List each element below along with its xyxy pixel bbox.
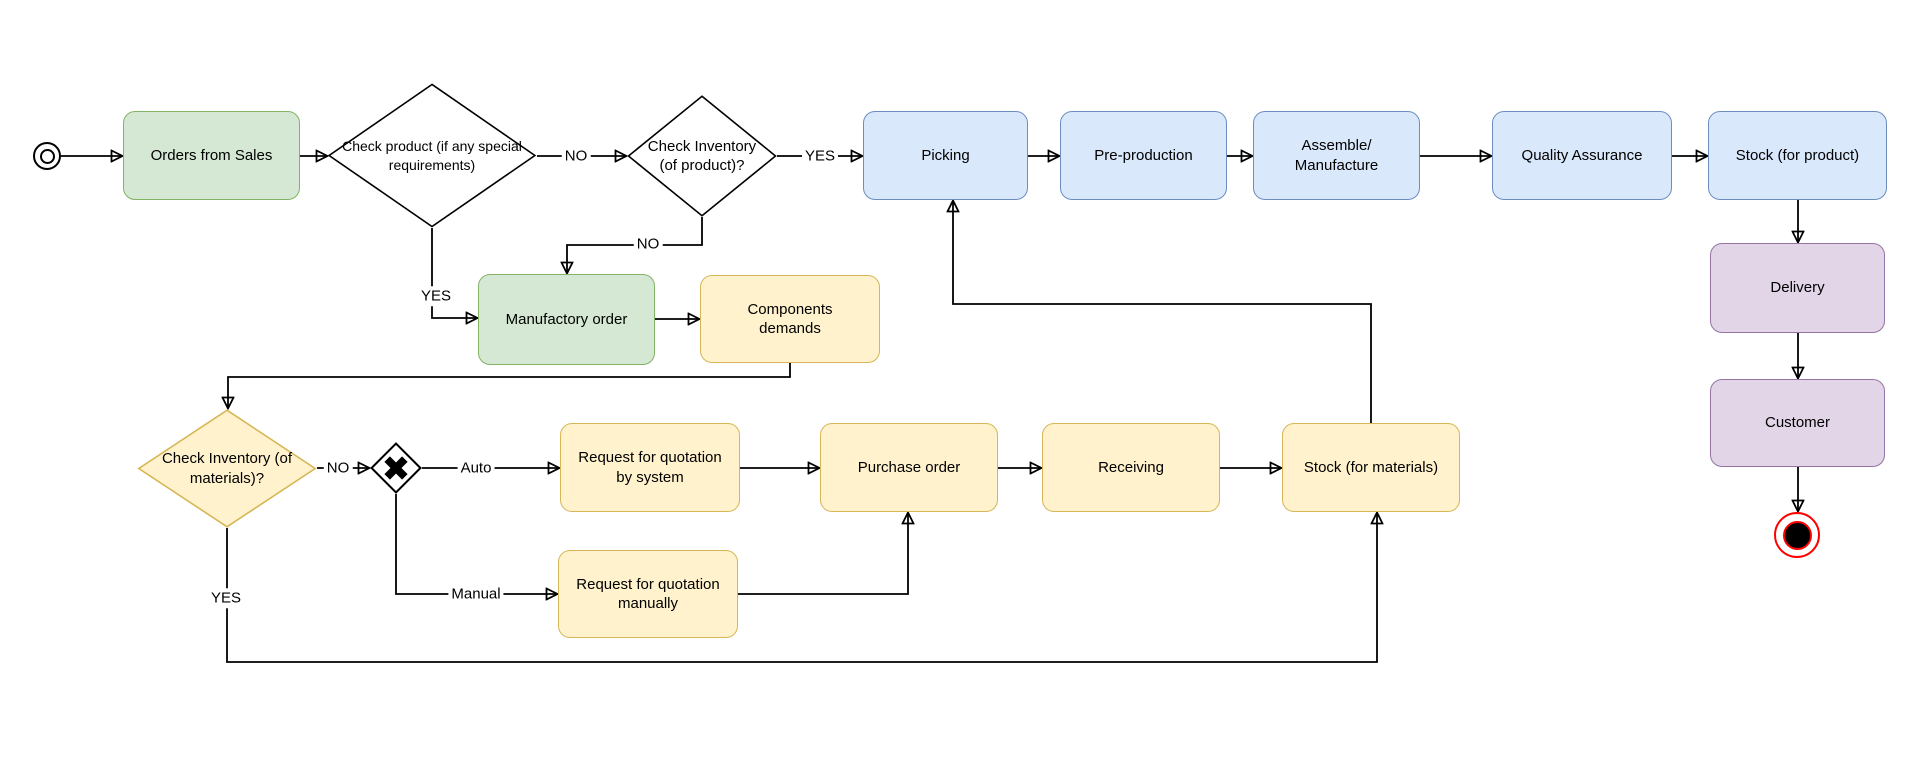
- task-label: Stock (for product): [1735, 146, 1860, 164]
- task-pre-production[interactable]: Pre-production: [1060, 111, 1227, 200]
- edge-label-check-product-yes: YES: [417, 286, 455, 306]
- task-label: Receiving: [1098, 458, 1164, 476]
- task-assemble-manufacture[interactable]: Assemble/ Manufacture: [1253, 111, 1420, 200]
- task-orders-from-sales[interactable]: Orders from Sales: [123, 111, 300, 200]
- task-label: Orders from Sales: [150, 146, 273, 164]
- task-manufactory-order[interactable]: Manufactory order: [478, 274, 655, 365]
- task-label: Manufactory order: [505, 310, 628, 328]
- bpmn-start-event-icon: [39, 148, 55, 164]
- decision-label: Check Inventory (of product)?: [647, 137, 757, 175]
- edge-stock-materials-to-picking: [953, 201, 1372, 423]
- task-request-quotation-system[interactable]: Request for quotation by system: [560, 423, 740, 512]
- decision-check-product[interactable]: Check product (if any special requiremen…: [327, 83, 537, 228]
- edge-components-to-check-materials: [228, 363, 791, 408]
- task-label: Customer: [1764, 414, 1831, 432]
- task-label: Delivery: [1770, 279, 1825, 297]
- x-exclusive-gateway-icon: [370, 442, 422, 494]
- edge-label-check-materials-no: NO: [323, 458, 353, 478]
- edge-label-check-materials-yes: YES: [207, 588, 245, 608]
- task-label: Assemble/ Manufacture: [1294, 137, 1379, 174]
- task-label: Picking: [921, 146, 970, 164]
- task-label: Request for quotation manually: [576, 575, 720, 613]
- edge-label-check-inventory-product-yes: YES: [801, 146, 839, 166]
- task-stock-for-materials[interactable]: Stock (for materials): [1282, 423, 1460, 512]
- edge-label-gateway-auto: Auto: [457, 458, 495, 478]
- task-customer[interactable]: Customer: [1710, 379, 1885, 467]
- edge-rfq-manual-to-purchase-order: [738, 513, 908, 595]
- edge-check-product-yes-to-manufactory: [431, 228, 477, 318]
- edge-check-materials-yes-to-stock-materials: [226, 513, 1377, 663]
- edge-label-check-product-no: NO: [561, 146, 591, 166]
- task-quality-assurance[interactable]: Quality Assurance: [1492, 111, 1672, 200]
- end-event[interactable]: [1774, 512, 1820, 558]
- task-delivery[interactable]: Delivery: [1710, 243, 1885, 333]
- decision-label: Check product (if any special requiremen…: [342, 138, 522, 173]
- decision-label: Check Inventory (of materials)?: [161, 450, 293, 487]
- task-label: Quality Assurance: [1521, 146, 1643, 164]
- task-label: Purchase order: [857, 458, 961, 476]
- task-purchase-order[interactable]: Purchase order: [820, 423, 998, 512]
- task-picking[interactable]: Picking: [863, 111, 1028, 200]
- task-label: Request for quotation by system: [578, 449, 722, 486]
- task-components-demands[interactable]: Components demands: [700, 275, 880, 363]
- task-request-quotation-manual[interactable]: Request for quotation manually: [558, 550, 738, 638]
- task-receiving[interactable]: Receiving: [1042, 423, 1220, 512]
- edge-label-gateway-manual: Manual: [448, 584, 504, 604]
- start-event[interactable]: [33, 142, 61, 170]
- edge-gateway-manual-to-rfq-manual: [395, 494, 557, 594]
- exclusive-gateway[interactable]: [370, 442, 422, 494]
- task-label: Stock (for materials): [1303, 458, 1439, 476]
- task-stock-for-product[interactable]: Stock (for product): [1708, 111, 1887, 200]
- task-label: Pre-production: [1094, 146, 1193, 164]
- bpmn-end-event-icon: [1782, 520, 1812, 550]
- decision-check-inventory-product[interactable]: Check Inventory (of product)?: [627, 95, 777, 217]
- edge-label-check-inventory-product-no: NO: [633, 234, 663, 254]
- decision-check-inventory-materials[interactable]: Check Inventory (of materials)?: [137, 409, 317, 528]
- task-label: Components demands: [747, 300, 833, 338]
